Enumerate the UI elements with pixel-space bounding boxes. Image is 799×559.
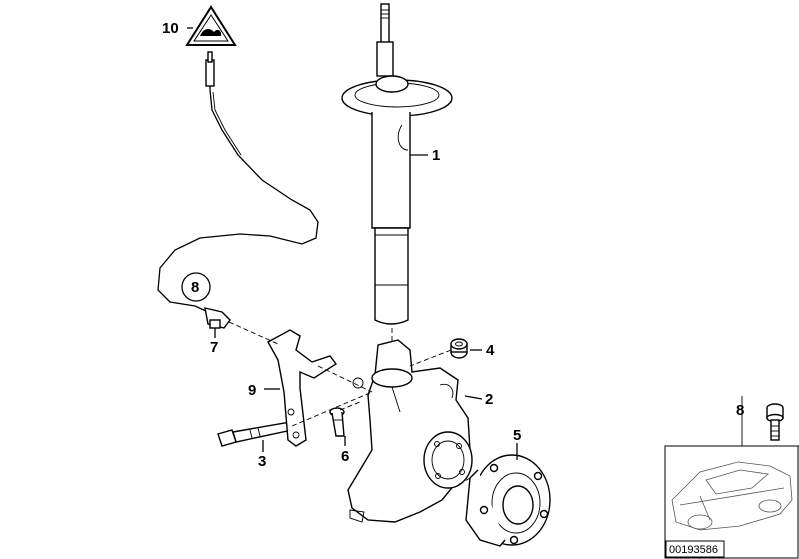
callout-9: 9 <box>248 382 256 399</box>
inset-part-number: 8 <box>736 402 744 419</box>
self-locking-nut[interactable] <box>450 338 468 359</box>
warning-triangle-icon <box>185 5 237 46</box>
shock-absorber[interactable] <box>341 3 453 325</box>
callout-8-circled: 8 <box>181 272 211 302</box>
bolt[interactable] <box>329 407 345 437</box>
callout-6: 6 <box>341 448 349 465</box>
hex-bolt[interactable] <box>217 421 293 447</box>
callout-5: 5 <box>513 427 521 444</box>
vehicle-inset: 00193586 <box>664 445 799 559</box>
socket-head-screw-icon <box>766 403 784 441</box>
callout-10: 10 <box>162 20 179 37</box>
leader-lines <box>187 27 518 460</box>
document-number: 00193586 <box>669 544 718 556</box>
sensor-bracket[interactable] <box>267 329 338 447</box>
callout-2: 2 <box>485 391 493 408</box>
callout-8: 8 <box>191 279 199 296</box>
callout-1: 1 <box>432 147 440 164</box>
callout-7: 7 <box>210 339 218 356</box>
callout-4: 4 <box>486 342 495 359</box>
pulse-generator[interactable] <box>157 51 319 329</box>
steering-knuckle[interactable] <box>347 339 473 523</box>
alignment-lines <box>228 321 471 487</box>
wheel-hub[interactable] <box>465 454 551 547</box>
car-outline-icon <box>671 461 793 531</box>
inset-screw-panel: 8 <box>736 396 799 447</box>
callout-3: 3 <box>258 453 266 470</box>
